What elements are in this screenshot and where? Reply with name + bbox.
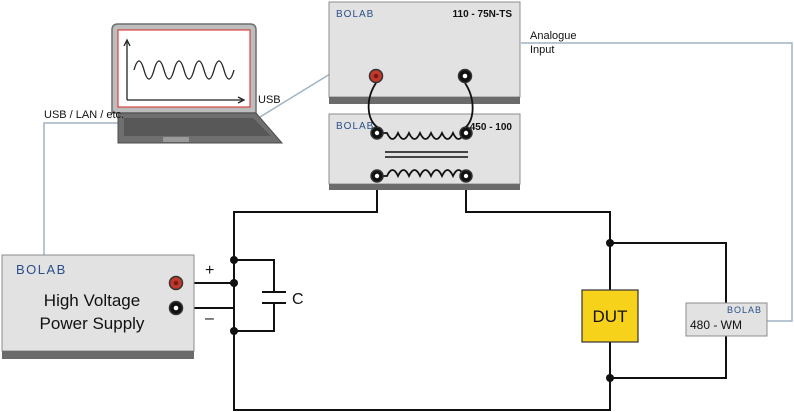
transformer-brand: BOLAB — [336, 121, 374, 132]
transformer-device: BOLAB 450 - 100 — [328, 113, 521, 190]
amplifier-body — [328, 1, 521, 98]
laptop-to-psu-wire — [43, 122, 118, 255]
capacitor-label: C — [292, 291, 304, 308]
transformer-body — [328, 113, 521, 185]
plus-label: + — [205, 262, 214, 279]
wattmeter-brand: BOLAB — [727, 305, 762, 315]
sine-wave — [133, 60, 235, 80]
transformer-secondary-coil — [377, 169, 466, 179]
amplifier-model: 110 - 75N-TS — [453, 9, 513, 20]
power-supply-device: BOLAB High Voltage Power Supply + – — [1, 254, 214, 359]
laptop-keyboard — [124, 118, 271, 136]
transformer-primary-coil — [377, 130, 466, 140]
power-supply-title-2: Power Supply — [40, 314, 145, 333]
transformer-secondary-terminal-right-center — [463, 173, 469, 179]
analogue-input-label-2: Input — [530, 44, 554, 56]
dut-box — [581, 289, 639, 343]
amp-transformer-cables — [367, 82, 474, 128]
transformer-base — [329, 184, 520, 190]
minus-label: – — [205, 310, 214, 327]
power-supply-base — [2, 351, 194, 359]
junction-dot — [230, 279, 238, 287]
laptop-touchpad — [163, 137, 189, 142]
wire-cap-bottom — [234, 303, 275, 332]
amplifier-device: BOLAB 110 - 75N-TS Analogue Input — [328, 1, 577, 104]
wire-secondary-left — [233, 177, 378, 260]
power-supply-body — [1, 254, 195, 352]
plot-x-arrow — [237, 96, 246, 104]
plot-y-arrow — [123, 38, 131, 47]
wattmeter-body — [685, 302, 768, 337]
wattmeter-model: 480 - WM — [690, 318, 742, 332]
power-supply-title-1: High Voltage — [44, 291, 140, 310]
junction-dot — [606, 239, 614, 247]
laptop: USB / LAN / etc. USB — [44, 23, 284, 144]
dut-label: DUT — [593, 307, 628, 326]
cable-right — [464, 82, 474, 128]
junctions — [230, 239, 614, 382]
analogue-input-wire — [521, 42, 793, 322]
circuit-wires — [176, 177, 727, 411]
transformer-primary-terminal-right-center — [463, 130, 469, 136]
transformer-secondary-terminal-left-center — [374, 173, 380, 179]
transformer-primary-terminal-left-center — [374, 130, 380, 136]
power-supply-terminal-negative-center — [173, 305, 179, 311]
junction-dot — [230, 327, 238, 335]
dut-device: DUT — [581, 289, 639, 343]
usb-label: USB — [258, 94, 281, 106]
waveform-plot — [123, 38, 246, 104]
wattmeter-device: BOLAB 480 - WM — [685, 302, 768, 337]
signal-wires — [43, 42, 793, 322]
analogue-input-label-1: Analogue — [530, 30, 577, 42]
junction-dot — [230, 256, 238, 264]
amplifier-base — [329, 97, 520, 104]
wire-wm-bottom — [610, 336, 727, 379]
usb-wire — [259, 73, 331, 118]
amplifier-terminal-red-center — [373, 73, 379, 79]
capacitor: C — [262, 291, 304, 308]
amplifier-terminal-black-center — [462, 73, 468, 79]
cable-left — [367, 82, 378, 128]
transformer-model: 450 - 100 — [470, 122, 513, 133]
power-supply-brand: BOLAB — [16, 262, 67, 277]
amplifier-brand: BOLAB — [336, 9, 374, 20]
wire-wm-top — [610, 242, 727, 303]
wire-left-bus — [233, 260, 611, 411]
wire-cap-top — [234, 259, 275, 292]
laptop-link-label: USB / LAN / etc. — [44, 109, 124, 121]
wire-secondary-right — [465, 177, 611, 243]
junction-dot — [606, 374, 614, 382]
power-supply-terminal-positive-center — [173, 280, 179, 286]
